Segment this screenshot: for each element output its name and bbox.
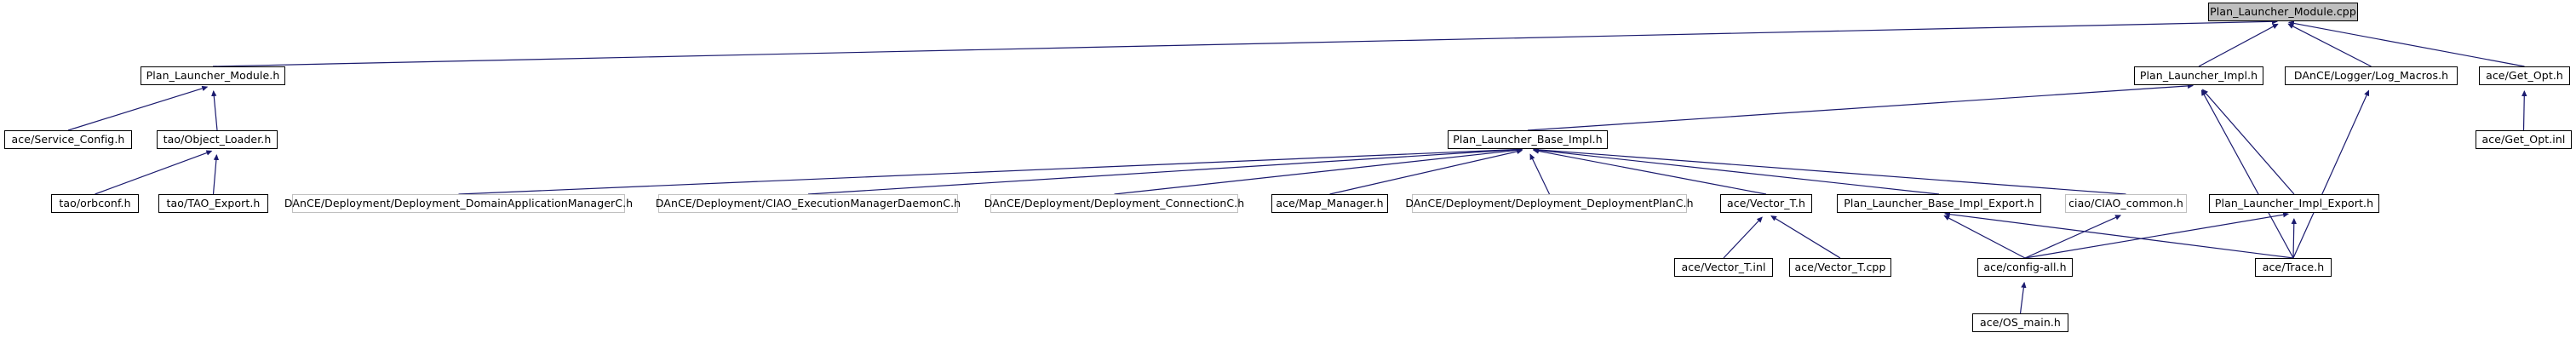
graph-edge: [2292, 89, 2370, 259]
graph-edge: [212, 154, 220, 195]
graph-edge: [1329, 148, 1523, 195]
graph-edge: [458, 146, 1523, 195]
graph-node-label: tao/Object_Loader.h: [163, 132, 272, 146]
graph-node-label: Plan_Launcher_Base_Impl.h: [1453, 132, 1603, 146]
graph-node-label: DAnCE/Logger/Log_Macros.h: [2293, 68, 2449, 82]
graph-edge: [1943, 211, 2294, 259]
graph-node-label: ace/Vector_T.cpp: [1794, 260, 1886, 273]
graph-node-label: tao/TAO_Export.h: [166, 196, 261, 209]
graph-node-label: tao/orbconf.h: [59, 196, 131, 209]
graph-node-label: DAnCE/Deployment/Deployment_ConnectionC.…: [984, 196, 1245, 209]
graph-node-tao-orbconf-h[interactable]: tao/orbconf.h: [51, 194, 139, 213]
graph-node-dance-deployment-deployment-domainapplicationmanagerc-h[interactable]: DAnCE/Deployment/Deployment_DomainApplic…: [284, 194, 633, 213]
graph-node-label: ace/OS_main.h: [1980, 315, 2061, 329]
graph-node-ciao-ciao-common-h[interactable]: ciao/CIAO_common.h: [2065, 194, 2187, 213]
graph-edge: [212, 19, 2278, 67]
graph-node-label: DAnCE/Deployment/Deployment_DeploymentPl…: [1405, 196, 1694, 209]
graph-edge: [95, 150, 213, 195]
graph-node-dance-deployment-deployment-deploymentplanc-h[interactable]: DAnCE/Deployment/Deployment_DeploymentPl…: [1405, 194, 1694, 213]
graph-node-ace-config-all-h[interactable]: ace/config-all.h: [1977, 258, 2073, 277]
graph-edge: [211, 90, 218, 131]
graph-node-plan-launcher-base-impl-export-h[interactable]: Plan_Launcher_Base_Impl_Export.h: [1837, 194, 2041, 213]
graph-edge: [1527, 83, 2194, 131]
graph-node-label: DAnCE/Deployment/Deployment_DomainApplic…: [284, 196, 634, 209]
graph-node-ace-vector-t-cpp[interactable]: ace/Vector_T.cpp: [1789, 258, 1891, 277]
graph-node-label: Plan_Launcher_Module.h: [146, 68, 280, 82]
graph-edge: [2287, 20, 2525, 67]
graph-node-label: ciao/CIAO_common.h: [2068, 196, 2183, 209]
graph-edge: [2024, 215, 2122, 259]
graph-node-label: ace/Trace.h: [2262, 260, 2325, 273]
graph-node-ace-get-opt-h[interactable]: ace/Get_Opt.h: [2479, 66, 2570, 85]
graph-edge: [2287, 23, 2372, 67]
graph-edge: [1723, 216, 1763, 259]
graph-node-label: DAnCE/Deployment/CIAO_ExecutionManagerDa…: [655, 196, 961, 209]
graph-node-label: ace/Vector_T.inl: [1681, 260, 1766, 273]
graph-node-ace-os-main-h[interactable]: ace/OS_main.h: [1972, 313, 2068, 332]
graph-node-tao-object-loader-h[interactable]: tao/Object_Loader.h: [157, 130, 278, 149]
graph-node-label: Plan_Launcher_Impl_Export.h: [2214, 196, 2374, 209]
graph-node-label: ace/Map_Manager.h: [1276, 196, 1384, 209]
graph-node-plan-launcher-module-cpp[interactable]: Plan_Launcher_Module.cpp: [2208, 3, 2358, 21]
graph-node-label: ace/Vector_T.h: [1727, 196, 1805, 209]
graph-node-label: Plan_Launcher_Impl.h: [2139, 68, 2258, 82]
graph-node-plan-launcher-module-h[interactable]: Plan_Launcher_Module.h: [141, 66, 285, 85]
graph-edge: [1770, 215, 1841, 259]
graph-edge: [1529, 153, 1551, 195]
graph-node-plan-launcher-base-impl-h[interactable]: Plan_Launcher_Base_Impl.h: [1448, 130, 1608, 149]
graph-edge: [2198, 23, 2279, 67]
graph-node-label: ace/Service_Config.h: [11, 132, 125, 146]
graph-edge: [807, 146, 1523, 195]
graph-edge: [1533, 147, 1940, 195]
graph-node-ace-map-manager-h[interactable]: ace/Map_Manager.h: [1271, 194, 1388, 213]
graph-node-label: ace/Get_Opt.h: [2486, 68, 2563, 82]
graph-edge: [1943, 215, 2026, 259]
graph-node-dance-deployment-ciao-executionmanagerdaemonc-h[interactable]: DAnCE/Deployment/CIAO_ExecutionManagerDa…: [656, 194, 961, 213]
graph-edge: [2200, 89, 2294, 259]
graph-node-label: Plan_Launcher_Base_Impl_Export.h: [1844, 196, 2034, 209]
graph-edge: [2019, 281, 2027, 314]
graph-edge: [1532, 148, 1767, 195]
graph-edge: [2201, 89, 2295, 195]
graph-node-ace-vector-t-inl[interactable]: ace/Vector_T.inl: [1674, 258, 1773, 277]
graph-node-dance-logger-log-macros-h[interactable]: DAnCE/Logger/Log_Macros.h: [2285, 66, 2458, 85]
graph-node-plan-launcher-impl-h[interactable]: Plan_Launcher_Impl.h: [2134, 66, 2263, 85]
graph-node-label: ace/config-all.h: [1983, 260, 2067, 273]
graph-node-ace-service-config-h[interactable]: ace/Service_Config.h: [4, 130, 132, 149]
graph-edge: [67, 85, 209, 131]
graph-edge: [2291, 218, 2297, 259]
graph-node-ace-get-opt-inl[interactable]: ace/Get_Opt.inl: [2476, 130, 2572, 149]
graph-edge: [1533, 146, 2126, 195]
graph-node-ace-trace-h[interactable]: ace/Trace.h: [2255, 258, 2332, 277]
graph-edge: [2521, 90, 2527, 131]
graph-edge: [1114, 147, 1523, 195]
graph-edge: [2024, 212, 2290, 259]
graph-node-plan-launcher-impl-export-h[interactable]: Plan_Launcher_Impl_Export.h: [2209, 194, 2379, 213]
graph-node-dance-deployment-deployment-connectionc-h[interactable]: DAnCE/Deployment/Deployment_ConnectionC.…: [984, 194, 1244, 213]
graph-node-label: Plan_Launcher_Module.cpp: [2210, 4, 2356, 18]
graph-node-ace-vector-t-h[interactable]: ace/Vector_T.h: [1720, 194, 1812, 213]
graph-node-tao-tao-export-h[interactable]: tao/TAO_Export.h: [158, 194, 268, 213]
graph-node-label: ace/Get_Opt.inl: [2481, 132, 2566, 146]
